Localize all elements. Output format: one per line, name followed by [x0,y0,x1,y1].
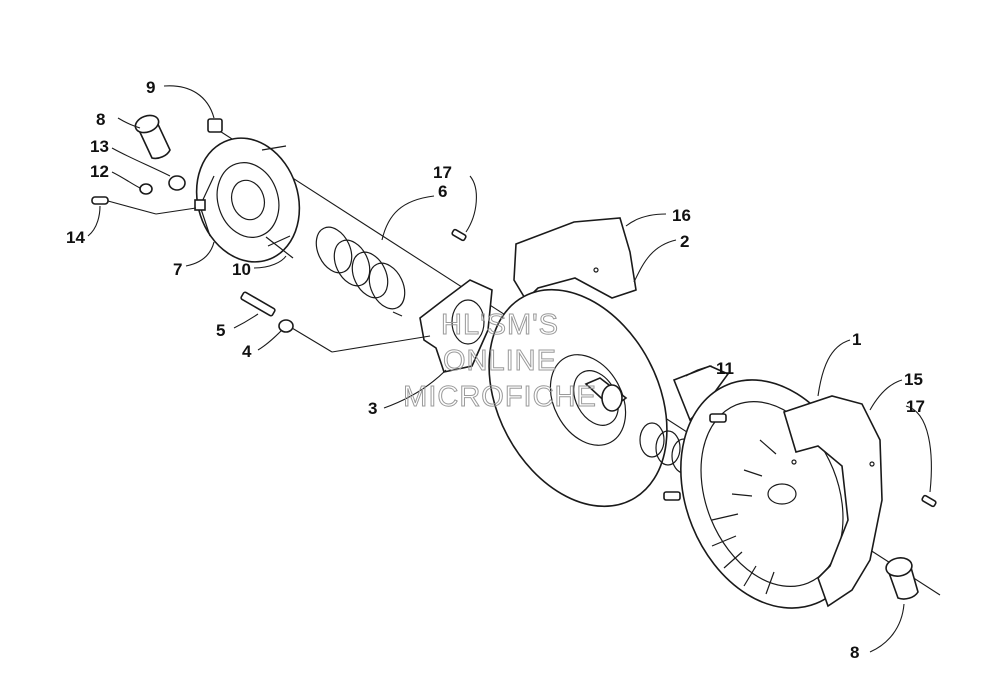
callout-7[interactable]: 7 [173,260,182,279]
part-16-heat-shield[interactable] [513,217,637,302]
callout-4[interactable]: 4 [242,342,252,361]
callout-14[interactable]: 14 [66,228,85,247]
callout-3[interactable]: 3 [368,399,377,418]
callout-6[interactable]: 6 [438,182,447,201]
part-10-set-screw[interactable] [265,236,294,259]
callout-5[interactable]: 5 [216,321,225,340]
watermark-line-1: HL'SM'S [441,309,559,341]
callout-8[interactable]: 8 [96,110,105,129]
callout-11[interactable]: 11 [716,359,734,378]
part-15-cover-shield[interactable] [783,395,883,608]
part-17-screw-top[interactable] [451,228,467,242]
callout-17[interactable]: 17 [906,397,925,416]
part-5-bolt[interactable] [240,291,276,317]
part-8-bushing-top[interactable] [133,112,171,160]
part-8-bushing-bottom[interactable] [885,556,919,600]
callout-17[interactable]: 17 [433,163,452,182]
watermark-line-2: ONLINE [443,345,557,377]
watermark: HL'SM'S ONLINE MICROFICHE [403,309,597,414]
part-4-nut[interactable] [278,319,294,333]
callout-1[interactable]: 1 [852,330,861,349]
part-17-screw-right[interactable] [921,494,937,508]
part-2-movable-sheave[interactable] [453,259,702,537]
part-9-nut[interactable] [207,118,223,133]
callout-9[interactable]: 9 [146,78,155,97]
callout-15[interactable]: 15 [904,370,923,389]
part-14-pin[interactable] [91,196,109,205]
callout-16[interactable]: 16 [672,206,691,225]
part-13-roller[interactable] [168,175,186,191]
part-6-spring[interactable] [309,221,411,317]
part-12-washer[interactable] [139,183,153,195]
callout-10[interactable]: 10 [232,260,251,279]
callout-labels: 9 8 13 12 14 7 10 17 6 16 2 5 4 3 11 1 1… [66,78,925,662]
part-7-cover-plate[interactable] [181,125,315,276]
watermark-line-3: MICROFICHE [403,381,597,413]
callout-13[interactable]: 13 [90,137,109,156]
callout-12[interactable]: 12 [90,162,109,181]
leader-lines [87,85,932,653]
callout-2[interactable]: 2 [680,232,689,251]
part-3-cam[interactable] [419,279,493,373]
callout-8[interactable]: 8 [850,643,859,662]
